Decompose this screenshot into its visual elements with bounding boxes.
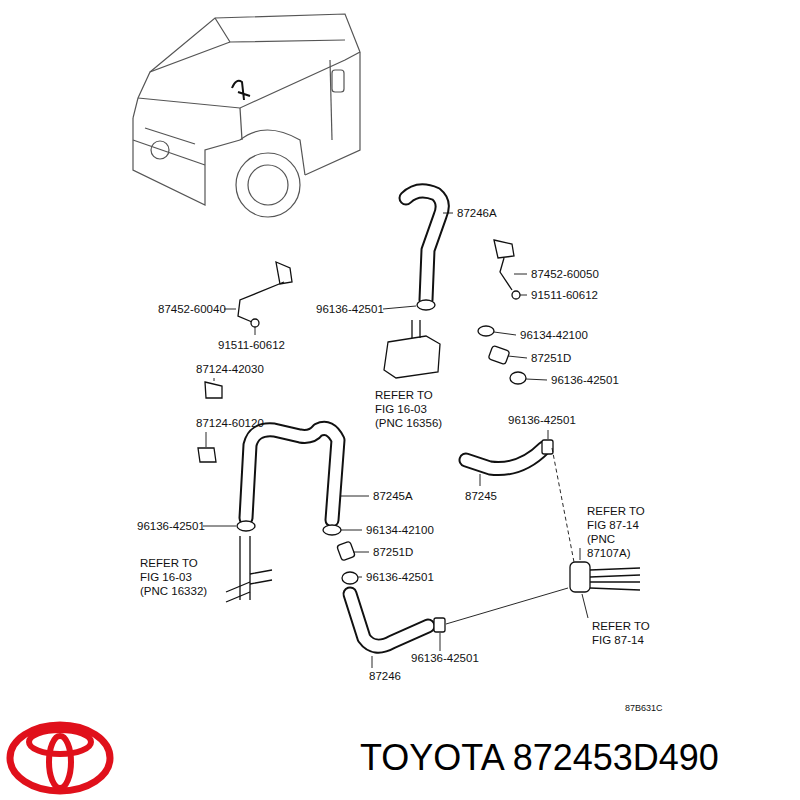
part-number: 96134-42100 <box>366 523 434 537</box>
leader-lines <box>203 213 588 668</box>
part-number: 87246A <box>457 206 497 220</box>
part-number: 91511-60612 <box>531 288 598 302</box>
part-number: 96136-42501 <box>137 519 205 533</box>
part-number: 87246 <box>369 669 401 683</box>
part-number: 96134-42100 <box>520 328 588 342</box>
part-number: 87124-42030 <box>196 362 264 376</box>
hose-location-mark <box>232 81 250 100</box>
part-number: 96136-42501 <box>508 413 576 427</box>
reference-note: REFER TO FIG 87-14 <box>592 619 662 647</box>
hoses <box>246 191 544 646</box>
part-caption: TOYOTA 872453D490 <box>360 738 719 778</box>
brand-logo <box>10 725 110 791</box>
vehicle-sketch <box>133 14 360 217</box>
part-number: 96136-42501 <box>366 570 434 584</box>
engine-fittings <box>226 320 440 602</box>
reference-note: REFER TO FIG 16-03 (PNC 16356) <box>375 388 445 430</box>
part-number: 96136-42501 <box>411 651 479 665</box>
brackets <box>238 258 520 327</box>
part-number: 87251D <box>531 351 571 365</box>
hose-clamps <box>198 240 553 632</box>
part-number: 91511-60612 <box>218 338 285 352</box>
part-number: 87245 <box>465 489 497 503</box>
part-number: 87124-60120 <box>196 416 264 430</box>
part-number: 96136-42501 <box>316 302 384 316</box>
part-number: 87245A <box>373 489 413 503</box>
joint-tubes <box>337 345 510 561</box>
drawing-code: 87B631C <box>625 703 663 714</box>
part-number: 87251D <box>373 545 413 559</box>
part-number: 87452-60050 <box>531 267 599 281</box>
part-number: 96136-42501 <box>551 373 619 387</box>
heater-unit <box>570 562 640 592</box>
reference-note: REFER TO FIG 87-14 (PNC 87107A) <box>587 504 657 560</box>
part-number: 87452-60040 <box>158 302 226 316</box>
reference-note: REFER TO FIG 16-03 (PNC 16332) <box>140 556 210 598</box>
